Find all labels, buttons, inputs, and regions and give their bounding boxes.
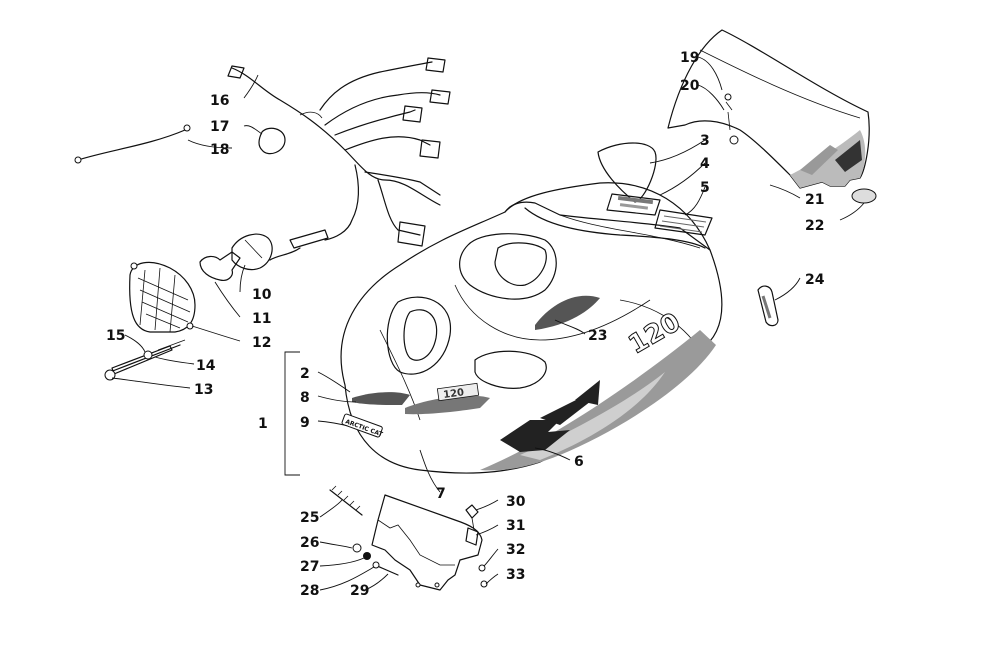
part-3-oval-decal	[597, 142, 657, 203]
callout-13: 13	[194, 382, 213, 398]
decal-23	[535, 295, 600, 330]
callout-25: 25	[300, 510, 319, 526]
callout-7: 7	[436, 486, 446, 502]
callout-16: 16	[210, 93, 229, 109]
part-5-label	[654, 209, 713, 236]
group-1-bracket	[284, 351, 300, 476]
callout-20: 20	[680, 78, 700, 94]
callout-30: 30	[506, 494, 526, 510]
callout-12: 12	[252, 335, 271, 351]
callout-29: 29	[350, 583, 369, 599]
windshield	[667, 29, 877, 204]
callout-6: 6	[574, 454, 584, 470]
callout-10: 10	[252, 287, 272, 303]
decal-model-small: 120	[443, 387, 465, 401]
callout-15: 15	[106, 328, 125, 344]
callout-21: 21	[805, 192, 824, 208]
callout-1: 1	[258, 416, 268, 432]
callout-8: 8	[300, 390, 310, 406]
callout-27: 27	[300, 559, 319, 575]
decal-120-front: 120	[405, 382, 490, 415]
callout-26: 26	[300, 535, 319, 551]
callout-4: 4	[700, 156, 710, 172]
callout-19: 19	[680, 50, 699, 66]
callout-numbers: 1 2 3 4 5 6 7 8 9 10 11 12 13 14 15 16 1…	[106, 50, 825, 599]
callout-14: 14	[196, 358, 216, 374]
part-18-lead	[74, 124, 191, 164]
headlight-assembly	[104, 233, 273, 381]
leader-lines	[111, 56, 865, 591]
wiring-harness	[227, 57, 451, 261]
part-24-trim	[757, 285, 779, 327]
callout-2: 2	[300, 366, 310, 382]
callout-23: 23	[588, 328, 607, 344]
callout-18: 18	[210, 142, 229, 158]
callout-31: 31	[506, 518, 525, 534]
lower-bracket	[329, 485, 488, 591]
callout-9: 9	[300, 415, 310, 431]
part-4-label	[606, 193, 661, 216]
callout-3: 3	[700, 133, 710, 149]
callout-28: 28	[300, 583, 319, 599]
callout-32: 32	[506, 542, 525, 558]
callout-22: 22	[805, 218, 824, 234]
callout-11: 11	[252, 311, 271, 327]
decal-8	[352, 392, 410, 405]
callout-24: 24	[805, 272, 825, 288]
callout-33: 33	[506, 567, 525, 583]
callout-5: 5	[700, 180, 710, 196]
part-17-clip	[258, 127, 286, 155]
callout-17: 17	[210, 119, 229, 135]
